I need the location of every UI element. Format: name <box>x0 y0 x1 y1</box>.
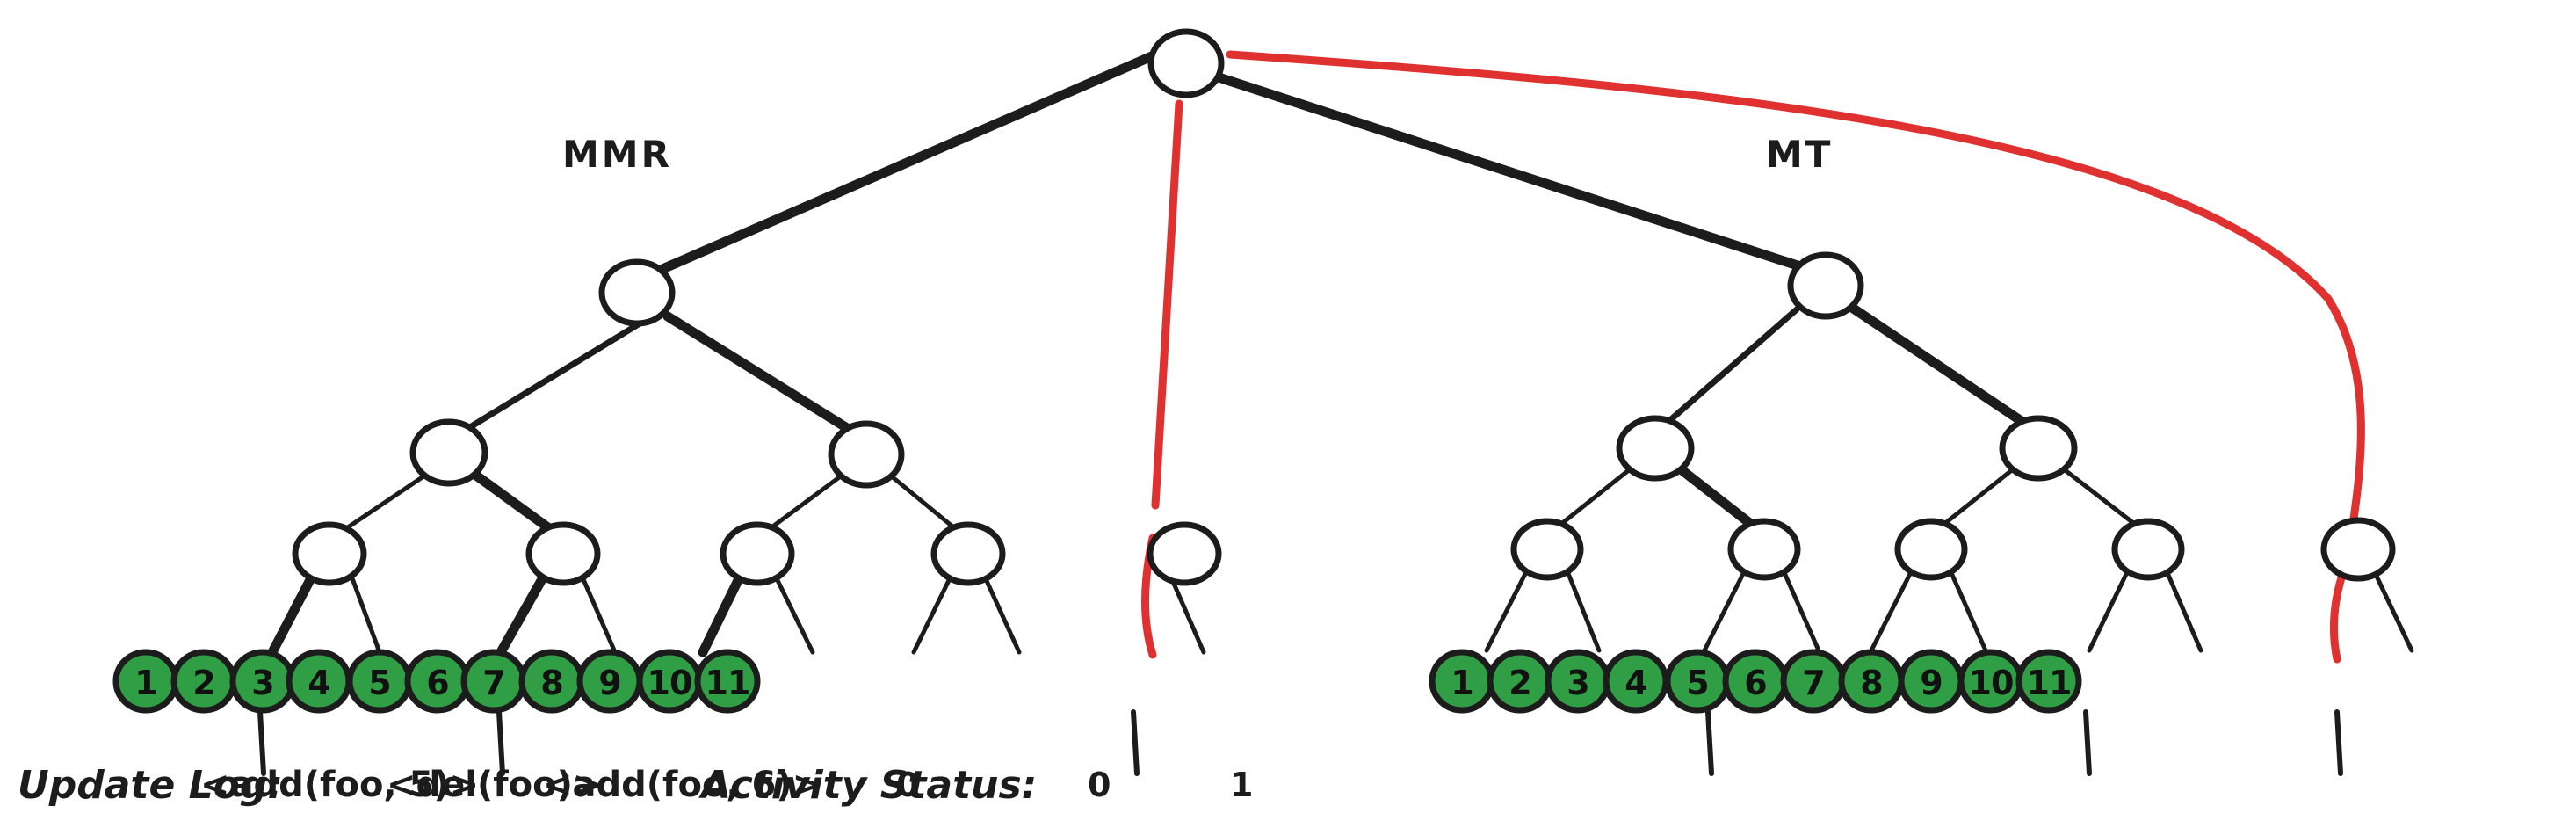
leaf-node[interactable]: 8 <box>1838 649 1905 714</box>
leaf-label: 3 <box>1567 664 1588 702</box>
leaf-label: 6 <box>426 664 448 702</box>
leaf-node[interactable]: 8 <box>518 649 585 714</box>
activity-status-label: Activity Status: <box>698 763 1037 808</box>
root-node-group <box>1147 28 1225 98</box>
left-tree-edges <box>267 47 1206 657</box>
annotation-stems <box>257 709 2343 776</box>
leaf-circle[interactable] <box>694 649 761 714</box>
log-stem <box>257 709 266 776</box>
leaf-label: 2 <box>1509 664 1530 702</box>
leaf-label: 2 <box>192 664 214 702</box>
internal-node <box>1147 521 1222 586</box>
right-tree-label: MT <box>1766 133 1833 176</box>
left-tree-internal-nodes <box>292 258 1222 586</box>
leaf-node[interactable]: 1 <box>1429 649 1495 714</box>
leaf-node[interactable]: 9 <box>1898 649 1965 714</box>
leaf-label: 8 <box>1860 664 1882 702</box>
leaf-label: 9 <box>598 664 620 702</box>
internal-node <box>1727 518 1801 581</box>
leaf-label: 10 <box>1969 664 2014 702</box>
leaf-node[interactable]: 4 <box>286 649 352 714</box>
status-stem <box>2334 709 2343 776</box>
internal-node <box>2111 518 2185 581</box>
leaf-label: 7 <box>482 664 504 702</box>
update-log-entry: <del(foo)> <box>387 765 602 805</box>
leaf-node[interactable]: 7 <box>1780 649 1847 714</box>
leaf-node[interactable]: 11 <box>694 649 761 714</box>
log-stem <box>1131 709 1140 776</box>
leaf-node[interactable]: 9 <box>576 649 643 714</box>
internal-node <box>720 521 795 586</box>
status-stem <box>2083 709 2092 776</box>
leaf-node[interactable]: 2 <box>1487 649 1553 714</box>
internal-node <box>1616 415 1695 482</box>
internal-node <box>2320 517 2396 582</box>
leaf-label: 7 <box>1802 664 1824 702</box>
root-node <box>1147 28 1225 98</box>
leaf-node[interactable]: 5 <box>346 649 413 714</box>
leaf-node[interactable]: 5 <box>1664 649 1731 714</box>
internal-node <box>1787 251 1864 320</box>
update-log-entry: <add(foo, 5)> <box>200 765 479 805</box>
leaf-node[interactable]: 6 <box>404 649 471 714</box>
leaf-node[interactable]: 3 <box>1545 649 1611 714</box>
leaf-label: 1 <box>134 664 156 702</box>
internal-node <box>1894 518 1968 581</box>
leaf-node[interactable]: 7 <box>460 649 527 714</box>
internal-node <box>525 521 601 586</box>
leaf-node[interactable]: 10 <box>1957 649 2024 714</box>
leaf-node[interactable]: 2 <box>170 649 237 714</box>
status-stem <box>1705 709 1714 776</box>
leaf-label: 6 <box>1744 664 1766 702</box>
activity-status-value: 1 <box>1230 766 1253 804</box>
leaf-node[interactable]: 10 <box>636 649 703 714</box>
leaf-label: 1 <box>1451 664 1473 702</box>
leaf-label: 8 <box>540 664 562 702</box>
right-tree-leaves: 1 2 3 4 5 6 7 <box>1429 649 2082 714</box>
internal-node <box>409 418 488 487</box>
leaf-label: 11 <box>706 664 750 702</box>
leaf-label: 5 <box>1686 664 1708 702</box>
leaf-label: 3 <box>251 664 273 702</box>
leaf-label: 4 <box>1624 664 1646 702</box>
internal-node <box>1510 518 1584 581</box>
leaf-node[interactable]: 1 <box>112 649 179 714</box>
update-log-label: Update Log: <box>18 763 283 808</box>
internal-node <box>1999 415 2078 482</box>
leaf-node[interactable]: 6 <box>1722 649 1789 714</box>
leaf-node[interactable]: 3 <box>229 649 296 714</box>
activity-status-value: 0 <box>896 766 919 804</box>
leaf-label: 10 <box>648 664 692 702</box>
internal-node <box>292 521 367 586</box>
leaf-circle[interactable] <box>2015 649 2082 714</box>
leaf-node[interactable]: 4 <box>1603 649 1669 714</box>
leaf-label: 11 <box>2027 664 2072 702</box>
internal-node <box>828 420 905 489</box>
activity-status-value: 0 <box>1088 766 1111 804</box>
update-log-entry: <add(foo, 6)> <box>543 765 821 805</box>
internal-node <box>930 521 1006 586</box>
leaf-label: 5 <box>368 664 390 702</box>
internal-node <box>598 258 676 327</box>
right-tree-internal-nodes <box>1510 251 2396 582</box>
log-stem <box>496 709 505 776</box>
highlight-path-right <box>1226 50 2365 664</box>
leaf-label: 9 <box>1920 664 1942 702</box>
left-tree-label: MMR <box>562 133 672 176</box>
leaf-label: 4 <box>308 664 329 702</box>
leaf-node[interactable]: 11 <box>2015 649 2082 714</box>
left-tree-leaves: 1 2 3 4 5 6 7 <box>112 649 761 714</box>
